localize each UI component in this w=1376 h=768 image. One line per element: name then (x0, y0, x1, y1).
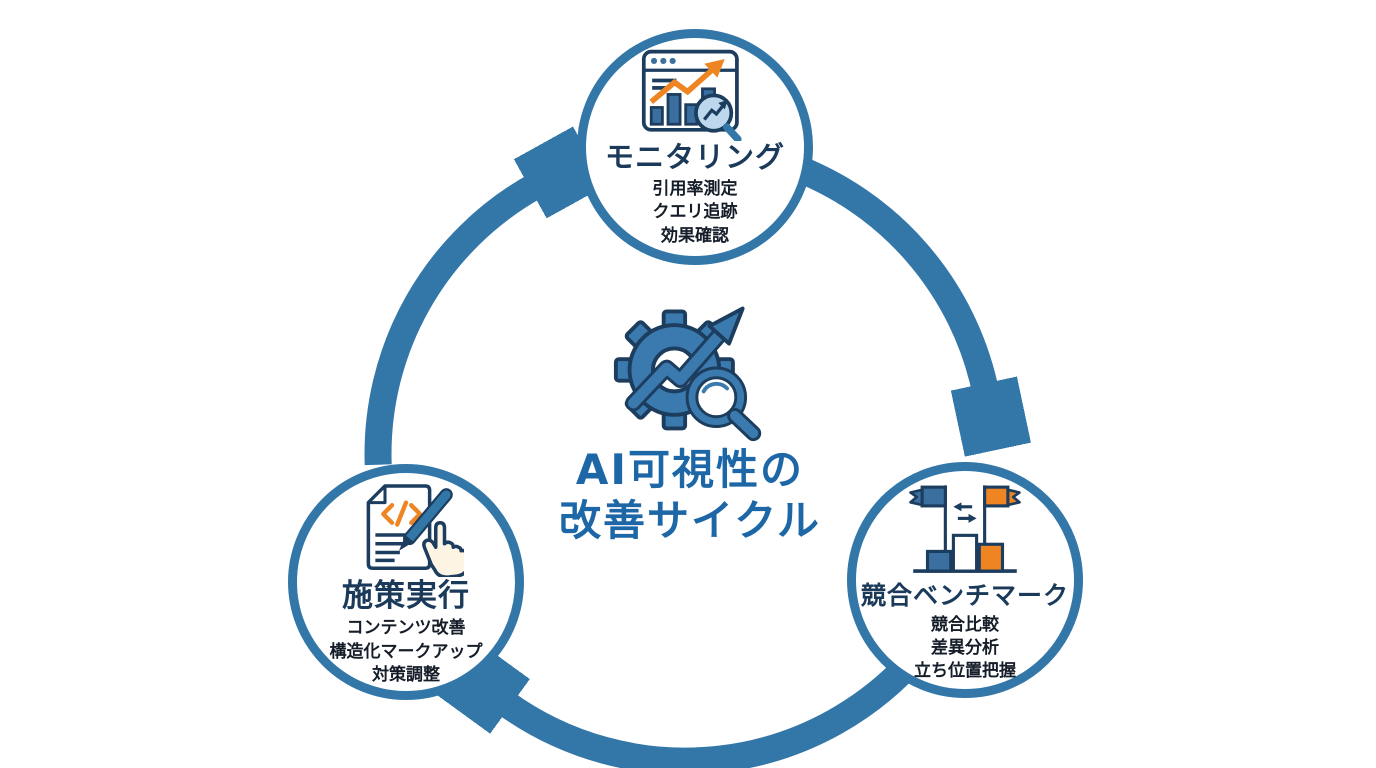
competitor-flags-podium-icon (909, 485, 1021, 573)
node-item: 引用率測定 (652, 178, 738, 199)
node-item: クエリ追跡 (652, 202, 738, 223)
diagram-title-line1: AI可視性の (575, 445, 805, 494)
node-items-monitoring: 引用率測定 クエリ追跡 効果確認 (653, 178, 738, 248)
node-title-monitoring: モニタリング (604, 140, 785, 174)
node-item: 立ち位置把握 (914, 661, 1016, 682)
node-items-execution: コンテンツ改善 構造化マークアップ 対策調整 (330, 617, 483, 687)
arrow-benchmark-to-execution (505, 651, 931, 768)
node-title-execution: 施策実行 (342, 578, 470, 614)
node-item: コンテンツ改善 (346, 618, 466, 639)
node-monitoring: モニタリング 引用率測定 クエリ追跡 効果確認 (577, 29, 813, 265)
center-graphic (604, 288, 776, 450)
node-item: 差異分析 (931, 637, 999, 658)
node-item: 効果確認 (661, 225, 729, 246)
diagram-title: AI可視性の 改善サイクル (490, 444, 890, 546)
node-benchmark: 競合ベンチマーク 競合比較 差異分析 立ち位置把握 (847, 462, 1083, 698)
gear-growth-arrow-magnifier-icon (613, 306, 762, 442)
node-item: 競合比較 (931, 614, 999, 635)
diagram-title-line2: 改善サイクル (559, 496, 821, 546)
document-code-pen-hand-icon (366, 484, 464, 577)
arrow-monitoring-to-benchmark (785, 152, 985, 391)
node-items-benchmark: 競合比較 差異分析 立ち位置把握 (914, 614, 1016, 684)
node-item: 対策調整 (372, 665, 440, 685)
node-title-benchmark: 競合ベンチマーク (860, 581, 1069, 610)
arrow-execution-to-monitoring (364, 186, 536, 466)
node-execution: 施策実行 コンテンツ改善 構造化マークアップ 対策調整 (288, 464, 524, 700)
analytics-dashboard-magnifier-icon (641, 49, 742, 141)
node-item: 構造化マークアップ (329, 641, 483, 662)
